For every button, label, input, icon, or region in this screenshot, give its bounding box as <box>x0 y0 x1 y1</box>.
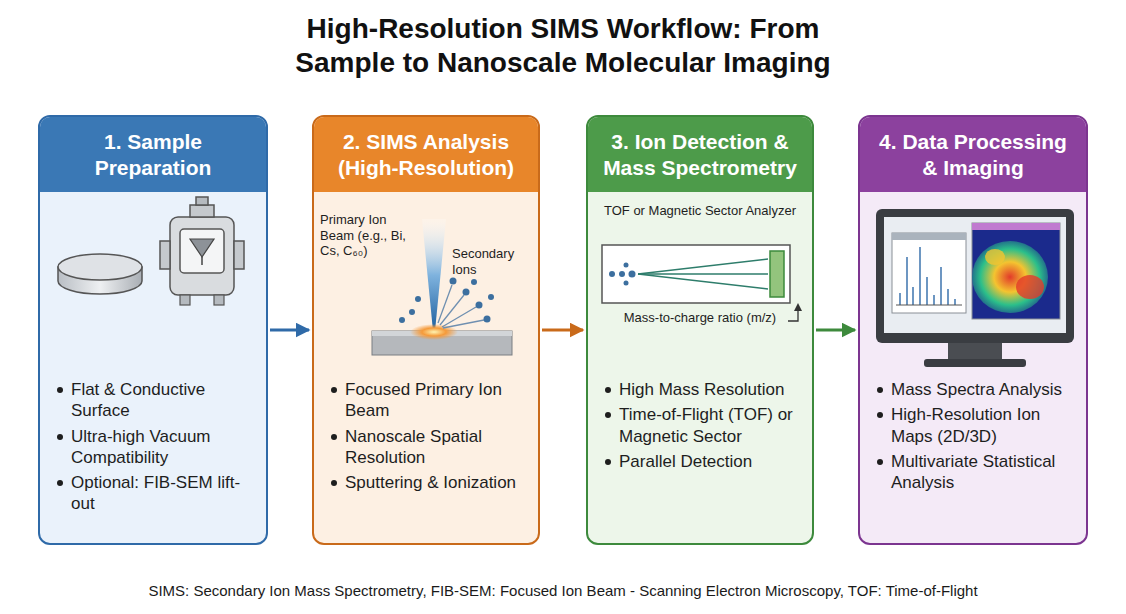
stage-title: 4. Data Processing & Imaging <box>870 129 1076 179</box>
illustration-label: Mass-to-charge ratio (m/z) <box>616 310 784 326</box>
illustration-label: TOF or Magnetic Sector Analyzer <box>596 203 804 219</box>
bullet-item: Time-of-Flight (TOF) or Magnetic Sector <box>602 404 802 447</box>
flow-arrow <box>542 329 583 332</box>
bullet-item: Flat & Conductive Surface <box>54 379 256 422</box>
flow-arrow <box>270 329 309 332</box>
illustration-label: Secondary Ions <box>452 246 532 277</box>
bullet-list: High Mass ResolutionTime-of-Flight (TOF)… <box>602 379 802 476</box>
bullet-item: High-Resolution Ion Maps (2D/3D) <box>874 404 1076 447</box>
bullet-item: Mass Spectra Analysis <box>874 379 1076 400</box>
bullet-item: High Mass Resolution <box>602 379 802 400</box>
stage-header: 2. SIMS Analysis (High-Resolution) <box>314 117 538 192</box>
stage-panel: 1. Sample PreparationFlat & Conductive S… <box>38 115 268 545</box>
stage-title: 1. Sample Preparation <box>50 129 256 179</box>
bullet-list: Flat & Conductive SurfaceUltra-high Vacu… <box>54 379 256 519</box>
diagram-title: High-Resolution SIMS Workflow: From Samp… <box>163 12 963 79</box>
stage-panel: 3. Ion Detection & Mass SpectrometryHigh… <box>586 115 814 545</box>
bullet-item: Sputtering & Ionization <box>328 472 528 493</box>
stage-header: 4. Data Processing & Imaging <box>860 117 1086 192</box>
stage-panel: 2. SIMS Analysis (High-Resolution) Focuse… <box>312 115 540 545</box>
caption: SIMS: Secondary Ion Mass Spectrometry, F… <box>10 582 1116 599</box>
stage-header: 3. Ion Detection & Mass Spectrometry <box>588 117 812 192</box>
bullet-item: Optional: FIB-SEM lift-out <box>54 472 256 515</box>
illustration-label: Primary Ion Beam (e.g., Bi, Cs, C₆₀) <box>320 212 416 259</box>
stage-title: 2. SIMS Analysis (High-Resolution) <box>324 129 528 179</box>
bullet-item: Multivariate Statistical Analysis <box>874 451 1076 494</box>
bullet-list: Mass Spectra AnalysisHigh-Resolution Ion… <box>874 379 1076 497</box>
stage-title: 3. Ion Detection & Mass Spectrometry <box>598 129 802 179</box>
flow-arrow <box>816 329 855 332</box>
bullet-item: Parallel Detection <box>602 451 802 472</box>
bullet-item: Ultra-high Vacuum Compatibility <box>54 426 256 469</box>
bullet-item: Nanoscale Spatial Resolution <box>328 426 528 469</box>
bullet-item: Focused Primary Ion Beam <box>328 379 528 422</box>
stage-panel: 4. Data Processing & ImagingMass Spectra… <box>858 115 1088 545</box>
stage-header: 1. Sample Preparation <box>40 117 266 192</box>
bullet-list: Focused Primary Ion BeamNanoscale Spatia… <box>328 379 528 497</box>
